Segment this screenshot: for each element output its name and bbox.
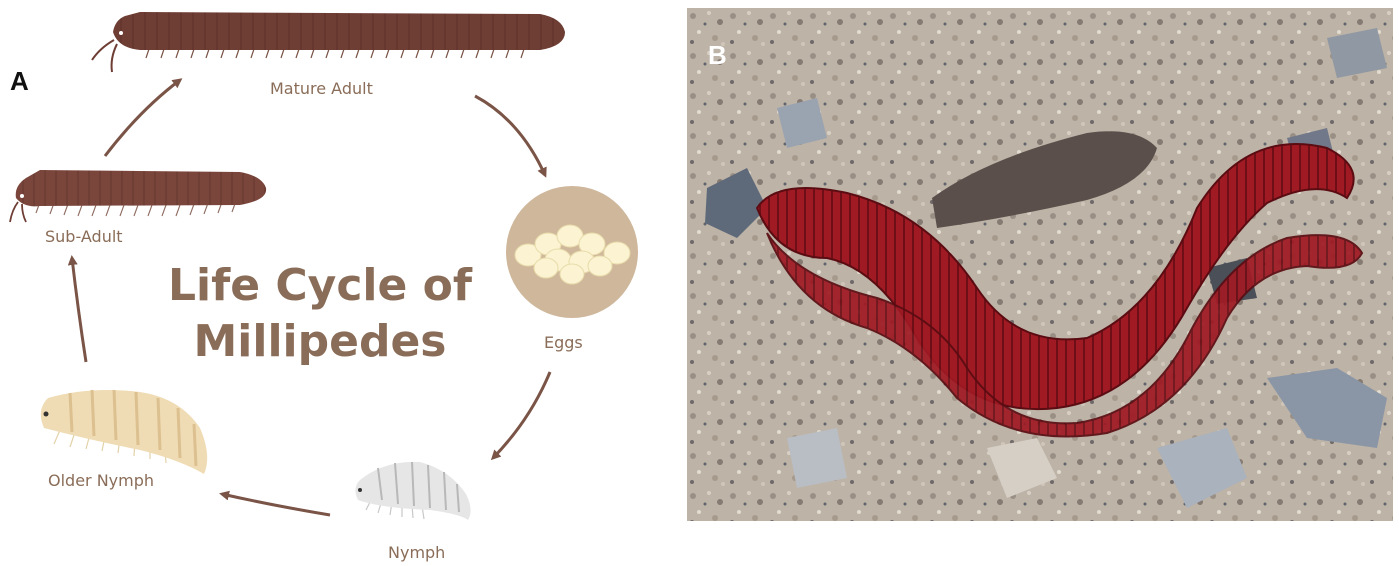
diagram-title-line-1: Life Cycle of	[150, 258, 490, 314]
arrow-mature-to-eggs	[475, 96, 545, 175]
stage-label-mature-adult: Mature Adult	[270, 79, 373, 98]
diagram-title-line-2: Millipedes	[150, 314, 490, 370]
diagram-title: Life Cycle of Millipedes	[150, 258, 490, 370]
stage-label-nymph: Nymph	[388, 543, 445, 562]
panel-a-label: A	[10, 66, 29, 97]
sub-adult-millipede	[10, 170, 266, 222]
stage-label-sub-adult: Sub-Adult	[45, 227, 123, 246]
eye-icon	[119, 31, 123, 35]
millipede-photo	[687, 8, 1393, 521]
panel-b-label: B	[708, 40, 727, 71]
older-nymph-illustration	[41, 390, 207, 474]
eggs-illustration	[506, 186, 638, 318]
stage-label-older-nymph: Older Nymph	[48, 471, 154, 490]
stage-label-eggs: Eggs	[544, 333, 583, 352]
nymph-illustration	[355, 462, 470, 520]
arrow-nymph-to-older-nymph	[222, 494, 330, 515]
arrow-older-nymph-to-sub-adult	[72, 258, 86, 362]
mature-adult-millipede	[92, 12, 565, 72]
arrow-sub-adult-to-mature	[105, 80, 180, 156]
arrow-eggs-to-nymph	[493, 372, 550, 458]
